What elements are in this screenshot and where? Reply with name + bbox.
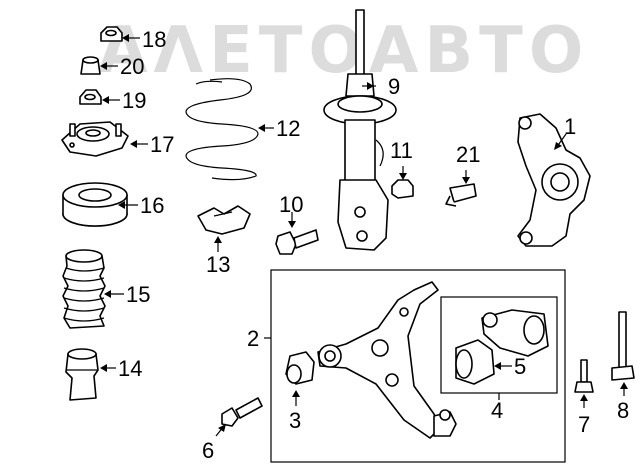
callout-9: 9	[388, 74, 400, 99]
callout-11: 11	[390, 138, 413, 163]
part-3-bushing	[285, 351, 315, 385]
callout-6: 6	[202, 438, 214, 463]
callout-21: 21	[456, 142, 480, 167]
callout-19: 19	[122, 88, 146, 113]
part-11-nut	[391, 179, 414, 199]
part-21-bracket	[445, 183, 477, 207]
callout-18: 18	[142, 27, 166, 52]
part-6-bolt	[221, 397, 263, 427]
callout-8: 8	[617, 398, 629, 423]
callout-1: 1	[564, 114, 576, 139]
callout-13: 13	[206, 252, 230, 277]
callout-20: 20	[120, 54, 144, 79]
callout-7: 7	[578, 412, 590, 437]
part-1-knuckle	[517, 113, 591, 247]
callout-4: 4	[491, 398, 503, 423]
part-7-bolt	[574, 359, 594, 393]
part-18-nut	[100, 26, 123, 42]
part-17-strut-mount	[61, 121, 129, 157]
callout-10: 10	[279, 192, 303, 217]
part-19-nut	[79, 89, 102, 105]
callout-3: 3	[289, 408, 301, 433]
callout-14: 14	[118, 356, 142, 381]
watermark: ΑΛΕΤΟΑΒΤΟ	[98, 14, 589, 88]
callout-16: 16	[140, 193, 164, 218]
part-5-bushing	[455, 309, 549, 385]
part-14-bump-stop	[65, 348, 99, 401]
callout-12: 12	[276, 116, 300, 141]
part-20-bushing	[80, 56, 101, 75]
part-9-strut	[323, 9, 397, 251]
part-12-coil-spring	[185, 78, 259, 181]
callout-2: 2	[247, 326, 259, 351]
part-10-bolt	[275, 229, 319, 255]
part-2-lower-arm	[317, 281, 457, 439]
callout-5: 5	[514, 354, 526, 379]
part-16-spring-seat	[62, 182, 128, 227]
part-15-dust-boot	[62, 249, 106, 329]
callout-15: 15	[126, 282, 150, 307]
part-8-bolt	[611, 311, 635, 381]
group-box-2	[270, 269, 566, 463]
part-13-clip	[197, 205, 251, 235]
callout-17: 17	[150, 132, 174, 157]
